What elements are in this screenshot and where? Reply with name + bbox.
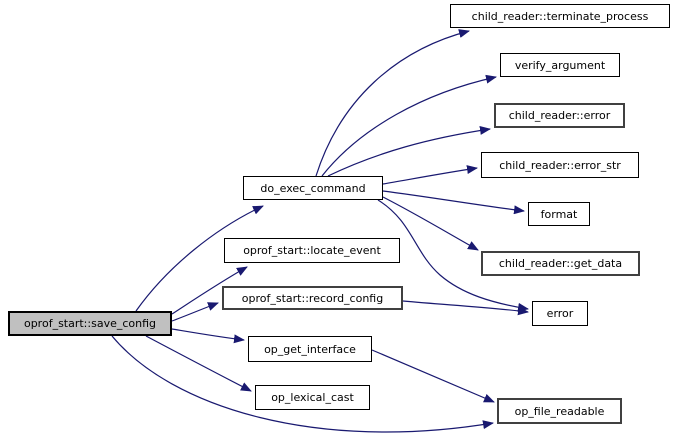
node-format[interactable]: format — [528, 202, 590, 226]
node-record_config[interactable]: oprof_start::record_config — [222, 286, 403, 310]
node-get_data[interactable]: child_reader::get_data — [481, 251, 640, 276]
node-error[interactable]: error — [532, 301, 588, 326]
edge-do_exec_command-to-get_data — [382, 196, 479, 251]
edge-do_exec_command-to-verify_argument — [321, 74, 497, 177]
node-op_file_readable[interactable]: op_file_readable — [497, 398, 622, 424]
node-op_lexical_cast[interactable]: op_lexical_cast — [255, 385, 370, 410]
edge-save_config-to-do_exec_command — [135, 205, 264, 312]
edge-save_config-to-op_get_interface — [171, 328, 245, 344]
node-do_exec_command[interactable]: do_exec_command — [243, 176, 383, 200]
edge-do_exec_command-to-format — [382, 190, 525, 215]
edge-record_config-to-error — [402, 300, 529, 316]
node-error_str[interactable]: child_reader::error_str — [481, 152, 639, 178]
edge-op_get_interface-to-op_file_readable — [371, 349, 495, 403]
edge-save_config-to-record_config — [171, 302, 219, 322]
node-terminate_process[interactable]: child_reader::terminate_process — [450, 4, 670, 28]
node-child_reader_error[interactable]: child_reader::error — [494, 103, 625, 128]
edge-do_exec_command-to-error — [377, 199, 529, 312]
edge-save_config-to-locate_event — [171, 266, 248, 315]
edge-save_config-to-op_file_readable — [111, 335, 494, 433]
edge-do_exec_command-to-error_str — [382, 165, 478, 185]
edge-do_exec_command-to-child_reader_error — [327, 126, 491, 177]
edges-group — [111, 29, 529, 433]
node-locate_event[interactable]: oprof_start::locate_event — [224, 238, 400, 263]
node-save_config[interactable]: oprof_start::save_config — [8, 311, 172, 336]
node-op_get_interface[interactable]: op_get_interface — [248, 336, 372, 362]
node-verify_argument[interactable]: verify_argument — [500, 53, 620, 77]
edge-do_exec_command-to-terminate_process — [315, 29, 470, 177]
edge-save_config-to-op_lexical_cast — [145, 335, 252, 392]
